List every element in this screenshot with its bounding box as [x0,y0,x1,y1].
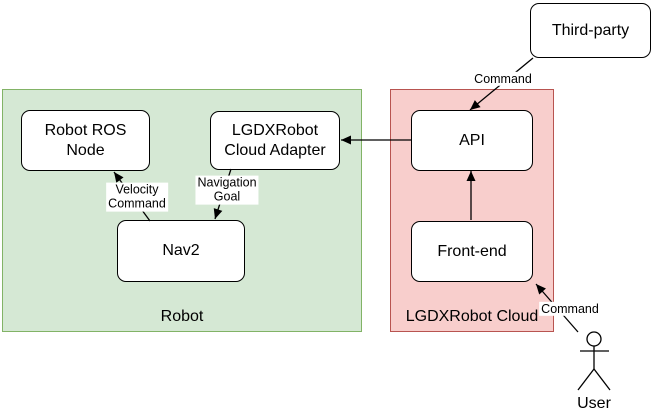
node-third-party: Third-party [530,3,651,58]
node-robot-ros: Robot ROS Node [21,110,150,171]
user-label: User [577,395,611,412]
edge-label-third-party-command: Command [472,71,534,87]
edge-label-velocity-command: Velocity Command [106,182,168,212]
edge-label-user-command: Command [539,301,601,317]
node-api: API [411,110,533,171]
cloud-container-label: LGDXRobot Cloud [405,308,539,325]
edge-label-navigation-goal: Navigation Goal [195,175,259,205]
actor-head [586,331,602,347]
actor-left-leg [577,368,595,391]
node-front-end: Front-end [411,221,533,282]
node-nav2: Nav2 [117,220,245,282]
actor-right-leg [593,368,611,391]
user-actor-icon [577,331,611,391]
robot-container-label: Robot [160,308,204,325]
node-cloud-adapter: LGDXRobot Cloud Adapter [210,111,340,170]
